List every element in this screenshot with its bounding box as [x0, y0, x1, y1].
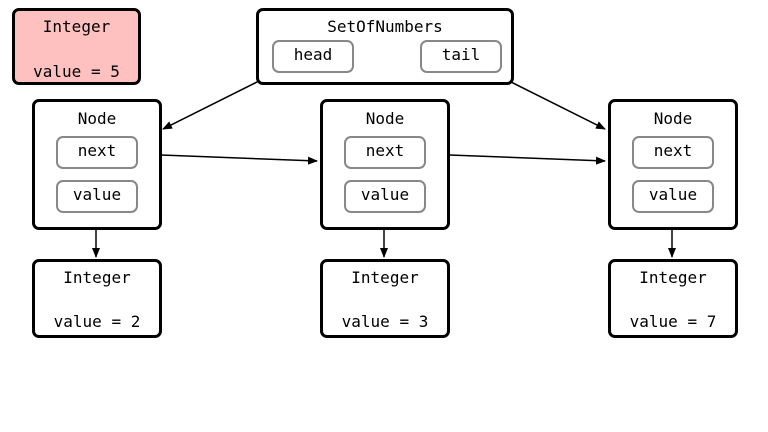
next-field: next [344, 136, 426, 169]
head-field: head [272, 40, 354, 73]
integer-title: Integer [639, 268, 707, 287]
integer-title: Integer [63, 268, 131, 287]
set-of-numbers-title: SetOfNumbers [327, 17, 443, 36]
node-title: Node [77, 109, 117, 128]
node-box: Node next value [32, 99, 162, 230]
integer-value: value = 3 [341, 312, 429, 331]
node1-next-arrow [134, 153, 318, 165]
integer-title: Integer [351, 268, 419, 287]
node-title: Node [365, 109, 405, 128]
next-field: next [632, 136, 714, 169]
node-title: Node [653, 109, 693, 128]
node2-next-arrow [422, 153, 606, 165]
loose-integer-title: Integer [42, 17, 111, 36]
value-field: value [56, 180, 138, 213]
value-field: value [632, 180, 714, 213]
loose-integer-box: Integer value = 5 [12, 8, 141, 85]
loose-integer-value: value = 5 [33, 62, 120, 81]
integer-value: value = 2 [53, 312, 141, 331]
integer-box: Integer value = 3 [320, 259, 450, 338]
value-field: value [344, 180, 426, 213]
integer-box: Integer value = 2 [32, 259, 162, 338]
node-box: Node next value [608, 99, 738, 230]
next-field: next [56, 136, 138, 169]
integer-box: Integer value = 7 [608, 259, 738, 338]
tail-field: tail [420, 40, 502, 73]
set-of-numbers-box: SetOfNumbers head tail [256, 8, 514, 85]
node-box: Node next value [320, 99, 450, 230]
integer-value: value = 7 [629, 312, 717, 331]
